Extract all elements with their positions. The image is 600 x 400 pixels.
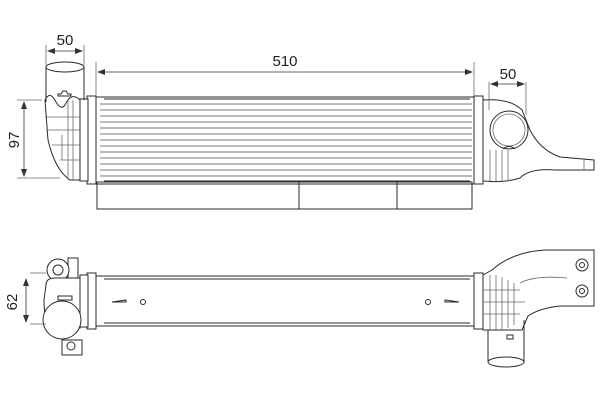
right-end-tank xyxy=(473,95,595,185)
side-core xyxy=(95,275,475,327)
top-view: 50 510 50 97 xyxy=(6,32,595,210)
core-fins xyxy=(95,96,475,185)
dim-label-62: 62 xyxy=(4,294,21,311)
mounting-plate xyxy=(96,181,473,210)
side-left-tank xyxy=(42,257,97,356)
dimension-inlet-width: 50 xyxy=(45,32,85,65)
side-view: 62 xyxy=(4,249,595,368)
dim-label-510: 510 xyxy=(272,53,297,70)
dim-label-50-left: 50 xyxy=(57,32,74,49)
dim-label-50-right: 50 xyxy=(500,66,517,83)
dimension-core-length: 510 xyxy=(95,53,475,96)
left-end-tank xyxy=(44,61,97,185)
dim-label-97: 97 xyxy=(6,132,23,149)
dimension-outlet-width: 50 xyxy=(488,66,527,115)
dimension-core-depth: 62 xyxy=(4,272,46,325)
dimension-core-height: 97 xyxy=(6,99,60,179)
side-right-tank xyxy=(473,249,595,368)
